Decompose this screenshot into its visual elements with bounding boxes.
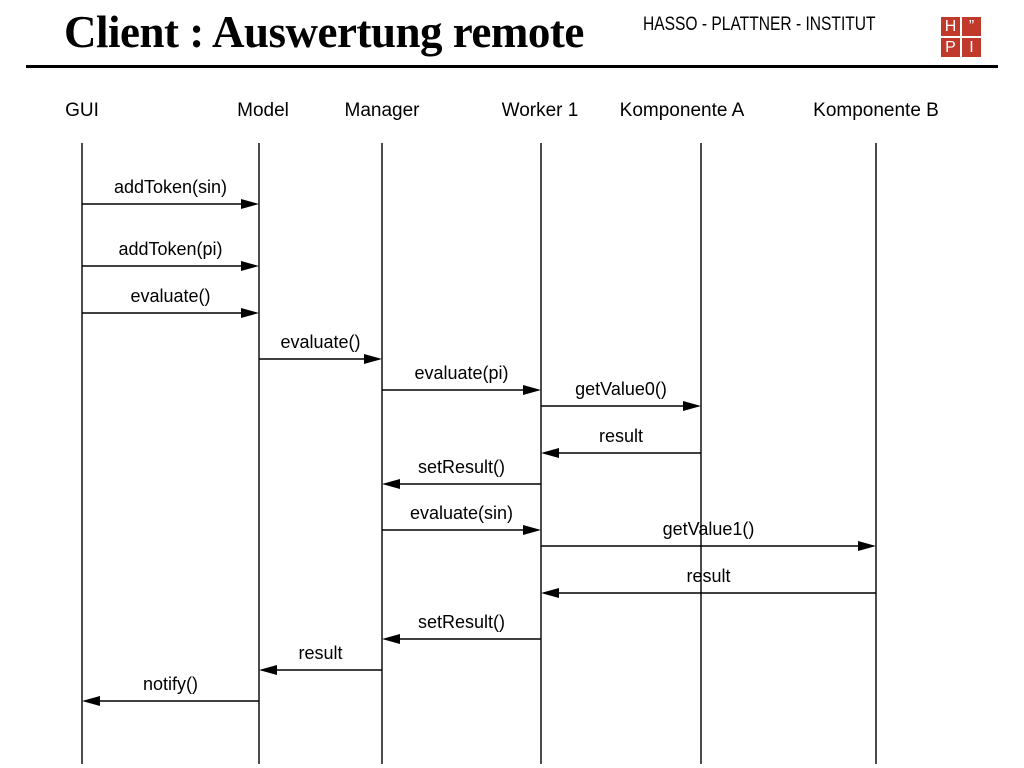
arrowhead — [241, 199, 259, 209]
lifeline-label-gui: GUI — [65, 100, 99, 121]
message-label: result — [599, 426, 643, 446]
message-label: evaluate() — [280, 332, 360, 352]
arrowhead — [382, 634, 400, 644]
logo-letter: P — [941, 38, 960, 57]
logo-letter: H — [941, 17, 960, 36]
arrowhead — [541, 588, 559, 598]
hpi-logo: H ” P I — [941, 17, 981, 57]
message-label: evaluate(pi) — [414, 363, 508, 383]
arrowhead — [858, 541, 876, 551]
message-label: getValue1() — [663, 519, 755, 539]
lifeline-label-manager: Manager — [345, 100, 421, 121]
message-label: getValue0() — [575, 379, 667, 399]
arrowhead — [523, 525, 541, 535]
logo-letter: ” — [962, 17, 981, 36]
arrowhead — [241, 261, 259, 271]
lifeline-label-compB: Komponente B — [813, 100, 939, 121]
message-label: addToken(pi) — [118, 239, 222, 259]
arrowhead — [364, 354, 382, 364]
institute-name: HASSO - PLATTNER - INSTITUT — [643, 14, 876, 35]
arrowhead — [541, 448, 559, 458]
lifeline-label-worker1: Worker 1 — [502, 100, 579, 121]
arrowhead — [241, 308, 259, 318]
lifeline-label-model: Model — [237, 100, 289, 121]
message-label: setResult() — [418, 457, 505, 477]
logo-letter: I — [962, 38, 981, 57]
message-label: setResult() — [418, 612, 505, 632]
message-label: result — [686, 566, 730, 586]
message-label: evaluate(sin) — [410, 503, 513, 523]
message-label: addToken(sin) — [114, 177, 227, 197]
message-label: evaluate() — [130, 286, 210, 306]
arrowhead — [82, 696, 100, 706]
slide-title: Client : Auswertung remote — [64, 7, 584, 57]
arrowhead — [259, 665, 277, 675]
title-divider — [26, 65, 998, 68]
message-label: result — [298, 643, 342, 663]
arrowhead — [523, 385, 541, 395]
message-label: notify() — [143, 674, 198, 694]
arrowhead — [382, 479, 400, 489]
arrowhead — [683, 401, 701, 411]
lifeline-label-compA: Komponente A — [620, 100, 745, 121]
